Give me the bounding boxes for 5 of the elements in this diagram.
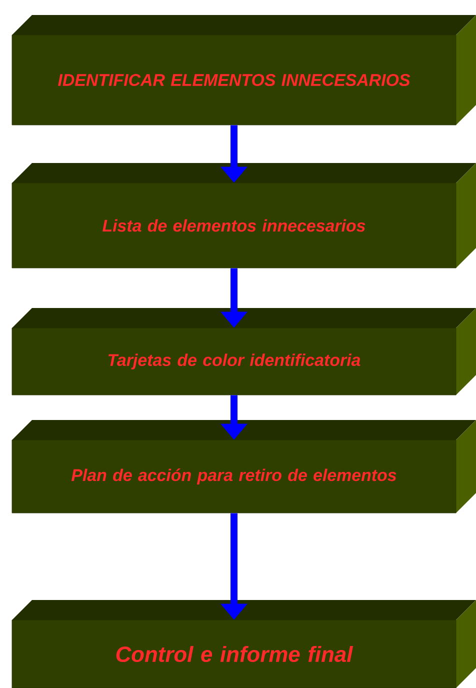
process-box: Tarjetas de color identificatoria [12, 308, 476, 396]
process-box: Control e informe final [12, 600, 476, 688]
process-box: Lista de elementos innecesarios [12, 163, 476, 268]
process-box: IDENTIFICAR ELEMENTOS INNECESARIOS [12, 15, 476, 126]
process-box: Plan de acción para retiro de elementos [12, 420, 476, 514]
